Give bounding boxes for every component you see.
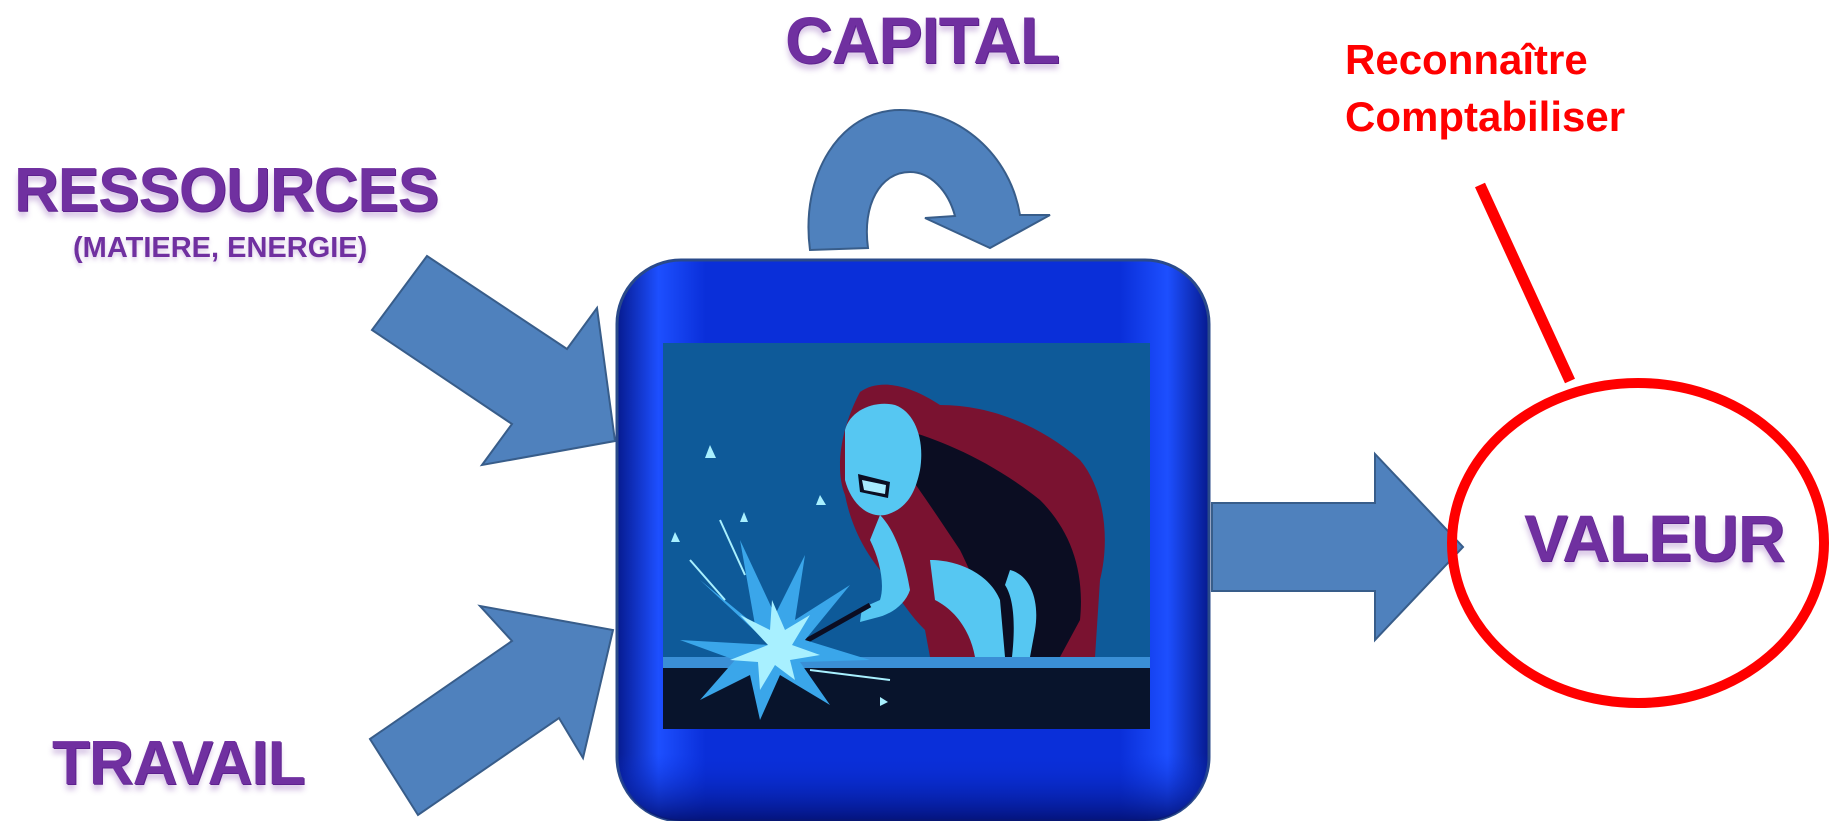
reconnaitre-label: Reconnaître: [1345, 36, 1588, 83]
capital-loop-arrow: [807, 108, 1051, 252]
valeur-label: VALEUR: [1524, 501, 1785, 575]
comptabiliser-label: Comptabiliser: [1345, 93, 1626, 140]
welder-icon: [663, 343, 1150, 729]
capital-label: CAPITAL: [785, 3, 1060, 77]
ressources-sublabel: (MATIERE, ENERGIE): [73, 232, 368, 264]
travail-arrow: [368, 604, 615, 817]
valeur-arrow: [1211, 451, 1465, 643]
ressources-label: RESSOURCES: [14, 156, 439, 225]
valeur-highlight-circle: [1447, 378, 1829, 708]
reconnaitre-pointer-line: [1475, 182, 1575, 384]
ressources-arrow: [370, 254, 617, 467]
travail-label: TRAVAIL: [52, 729, 305, 798]
